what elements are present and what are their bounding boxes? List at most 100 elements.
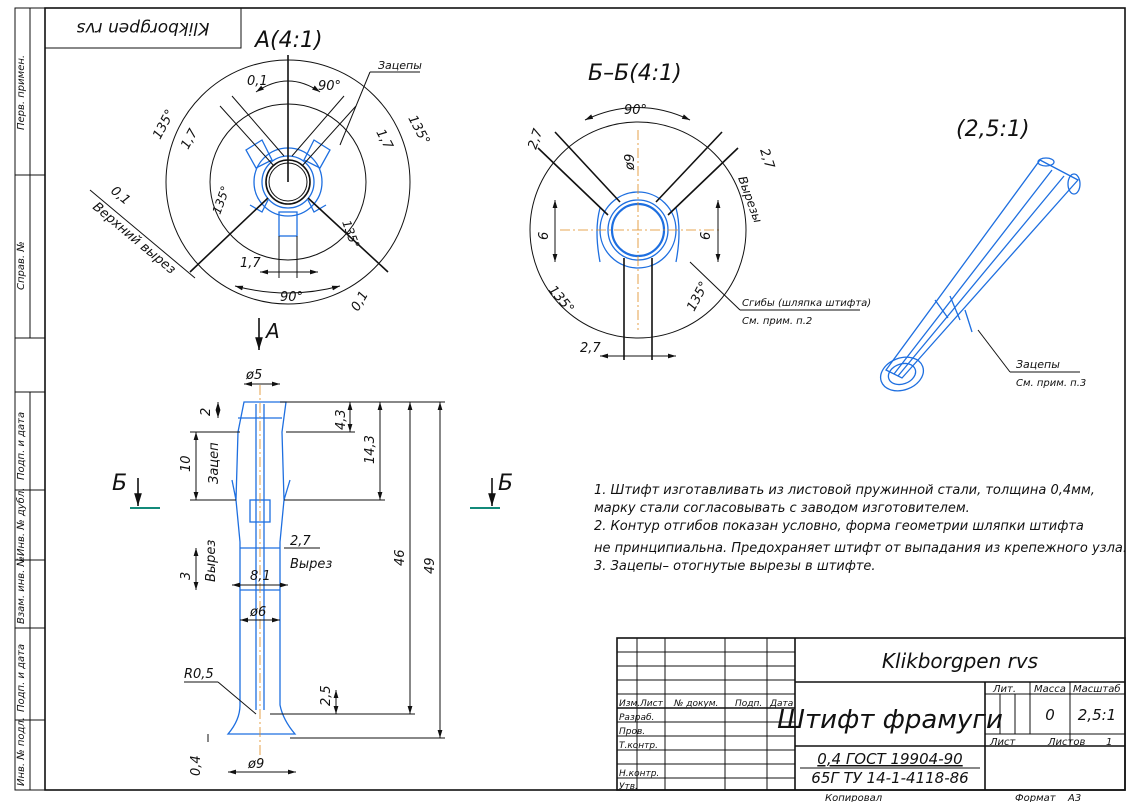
bb-dim-3: 2,7 bbox=[756, 147, 777, 172]
a-dim-3: 135° bbox=[404, 113, 432, 148]
pin-outline bbox=[226, 401, 297, 735]
stamp-podp2: Подп. и дата bbox=[16, 644, 27, 712]
dim-d10: 10 bbox=[179, 455, 194, 472]
tb-material-1: 0,4 ГОСТ 19904-90 bbox=[817, 750, 962, 768]
tb-name: Штифт фрамуги bbox=[777, 705, 1003, 735]
dim-d6: ø6 bbox=[249, 605, 266, 620]
note-line-0: 1. Штифт изготавливать из листовой пружи… bbox=[594, 483, 1095, 498]
title-block: Klikborgpen rvs Штифт фрамуги Изм. Лист … bbox=[616, 637, 1126, 802]
dim-d8-1: 8,1 bbox=[250, 569, 271, 584]
bb-leader-1: Сгибы (шляпка штифта) bbox=[742, 297, 871, 309]
iso-leader-1: Зацепы bbox=[1016, 358, 1060, 371]
tb-sheet-label: Лист bbox=[989, 737, 1017, 748]
top-code-label: Klikborgpen rvs bbox=[76, 18, 209, 38]
a-dim-7: 135° bbox=[210, 184, 233, 216]
tb-format-value: A3 bbox=[1067, 793, 1081, 802]
arrow-a-label: A bbox=[264, 319, 280, 343]
top-code-box bbox=[44, 7, 242, 49]
tb-role-0: Разраб. bbox=[619, 713, 654, 723]
bb-dim-4: 6 bbox=[537, 232, 552, 240]
dim-vyrez: Вырез bbox=[204, 540, 219, 582]
inner-frame bbox=[44, 7, 1126, 791]
tb-lit-label: Лит. bbox=[992, 684, 1016, 695]
view-bb-outer-circle bbox=[529, 121, 747, 339]
note-line-1: марку стали согласовывать с заводом изго… bbox=[594, 501, 970, 516]
side-stamp: Перв. примен. Справ. № Подп. и дата Инв.… bbox=[15, 8, 45, 790]
bb-dim-6: 135° bbox=[545, 283, 577, 317]
tb-h-docnum: № докум. bbox=[673, 699, 718, 709]
tb-sheets-label: Листов bbox=[1047, 737, 1085, 748]
dim-d14-3: 14,3 bbox=[363, 435, 378, 464]
dim-d49: 49 bbox=[423, 557, 438, 574]
a-dim-8: 135° bbox=[339, 218, 362, 250]
tb-role-4: Н.контр. bbox=[619, 769, 659, 779]
section-left-label: Б bbox=[112, 471, 127, 496]
section-right-label: Б bbox=[498, 471, 513, 496]
dim-d2-5: 2,5 bbox=[319, 685, 334, 706]
main-view: A Б Б bbox=[112, 318, 513, 776]
tb-h-podp: Подп. bbox=[735, 699, 762, 709]
bb-dim-1: 2,7 bbox=[526, 126, 547, 151]
dim-d0-4: 0,4 bbox=[189, 755, 204, 776]
dim-d46: 46 bbox=[393, 549, 408, 566]
tb-copied: Копировал bbox=[825, 793, 883, 802]
stamp-podp1: Подп. и дата bbox=[16, 412, 27, 480]
bb-vyrezy: Вырезы bbox=[735, 174, 765, 224]
tb-sheets-value: 1 bbox=[1106, 737, 1112, 748]
tb-h-izm: Изм. bbox=[619, 699, 640, 709]
stamp-inv-dubl: Инв. № дубл. bbox=[15, 488, 27, 556]
bb-dim-7: 135° bbox=[684, 279, 712, 314]
a-dim-2: 135° bbox=[150, 107, 178, 142]
a-dim-5: 1,7 bbox=[372, 127, 395, 153]
dim-r0-5: R0,5 bbox=[184, 667, 214, 682]
note-line-3: не принципиальна. Предохраняет штифт от … bbox=[594, 541, 1127, 556]
tb-format-label: Формат bbox=[1015, 793, 1057, 802]
bb-dim-0: 90° bbox=[624, 103, 647, 118]
dim-vyrez2: Вырез bbox=[290, 557, 332, 572]
note-line-2: 2. Контур отгибов показан условно, форма… bbox=[594, 519, 1084, 534]
tb-scale-value: 2,5:1 bbox=[1078, 706, 1116, 724]
tb-role-5: Утв. bbox=[619, 782, 638, 792]
a-dim-0: 0,1 bbox=[247, 74, 268, 89]
dim-d5: ø5 bbox=[245, 368, 262, 383]
iso-view: (2,5:1) Зацепы См. прим. п.3 bbox=[879, 117, 1086, 392]
bb-dim-5: 6 bbox=[699, 232, 714, 240]
view-a: A(4:1) 0,1 90° 135° 135° 1,7 1,7 bbox=[89, 28, 432, 314]
stamp-vzam: Взам. инв. № bbox=[16, 556, 27, 624]
iso-leader-2: См. прим. п.3 bbox=[1016, 378, 1086, 389]
tb-role-1: Пров. bbox=[619, 727, 645, 737]
stamp-inv-podl: Инв. № подл. bbox=[16, 717, 27, 786]
a-leader-top-cut: Верхний вырез bbox=[89, 200, 178, 278]
stamp-perv: Перв. примен. bbox=[16, 55, 27, 130]
tb-mass-value: 0 bbox=[1045, 706, 1055, 724]
tb-role-2: Т.контр. bbox=[619, 741, 658, 751]
view-a-title: A(4:1) bbox=[253, 28, 323, 53]
view-bb-title: Б–Б(4:1) bbox=[588, 61, 682, 86]
notes: 1. Штифт изготавливать из листовой пружи… bbox=[594, 483, 1127, 574]
dim-d3: 3 bbox=[179, 572, 194, 580]
tb-mass-label: Масса bbox=[1034, 684, 1066, 695]
tb-h-date: Дата bbox=[769, 699, 793, 709]
view-bb: Б–Б(4:1) 90° 2,7 ø9 2,7 6 6 135° 135° 2,… bbox=[526, 61, 871, 360]
dim-d9: ø9 bbox=[247, 757, 264, 772]
dim-zatsep: Зацеп bbox=[207, 442, 222, 484]
a-dim-10: 90° bbox=[280, 290, 303, 305]
tb-scale-label: Масштаб bbox=[1073, 683, 1121, 695]
a-dim-9: 1,7 bbox=[240, 256, 261, 271]
stamp-sprav: Справ. № bbox=[16, 241, 27, 290]
iso-pin-body bbox=[885, 159, 1080, 379]
tb-h-list: Лист bbox=[639, 699, 664, 709]
a-dim-6: 0,1 bbox=[107, 184, 132, 209]
dim-d2-7: 2,7 bbox=[290, 534, 311, 549]
dim-d4-3: 4,3 bbox=[334, 409, 349, 430]
bb-dim-2: ø9 bbox=[623, 154, 638, 171]
bb-leader-2: См. прим. п.2 bbox=[742, 316, 812, 327]
a-leader-zatsepy: Зацепы bbox=[378, 59, 422, 72]
tb-material-2: 65Г ТУ 14-1-4118-86 bbox=[811, 769, 968, 787]
a-dim-4: 1,7 bbox=[178, 126, 201, 152]
a-dim-11: 0,1 bbox=[348, 289, 371, 314]
a-dim-1: 90° bbox=[318, 79, 341, 94]
tb-doc-code: Klikborgpen rvs bbox=[882, 649, 1038, 673]
iso-title: (2,5:1) bbox=[956, 117, 1030, 142]
